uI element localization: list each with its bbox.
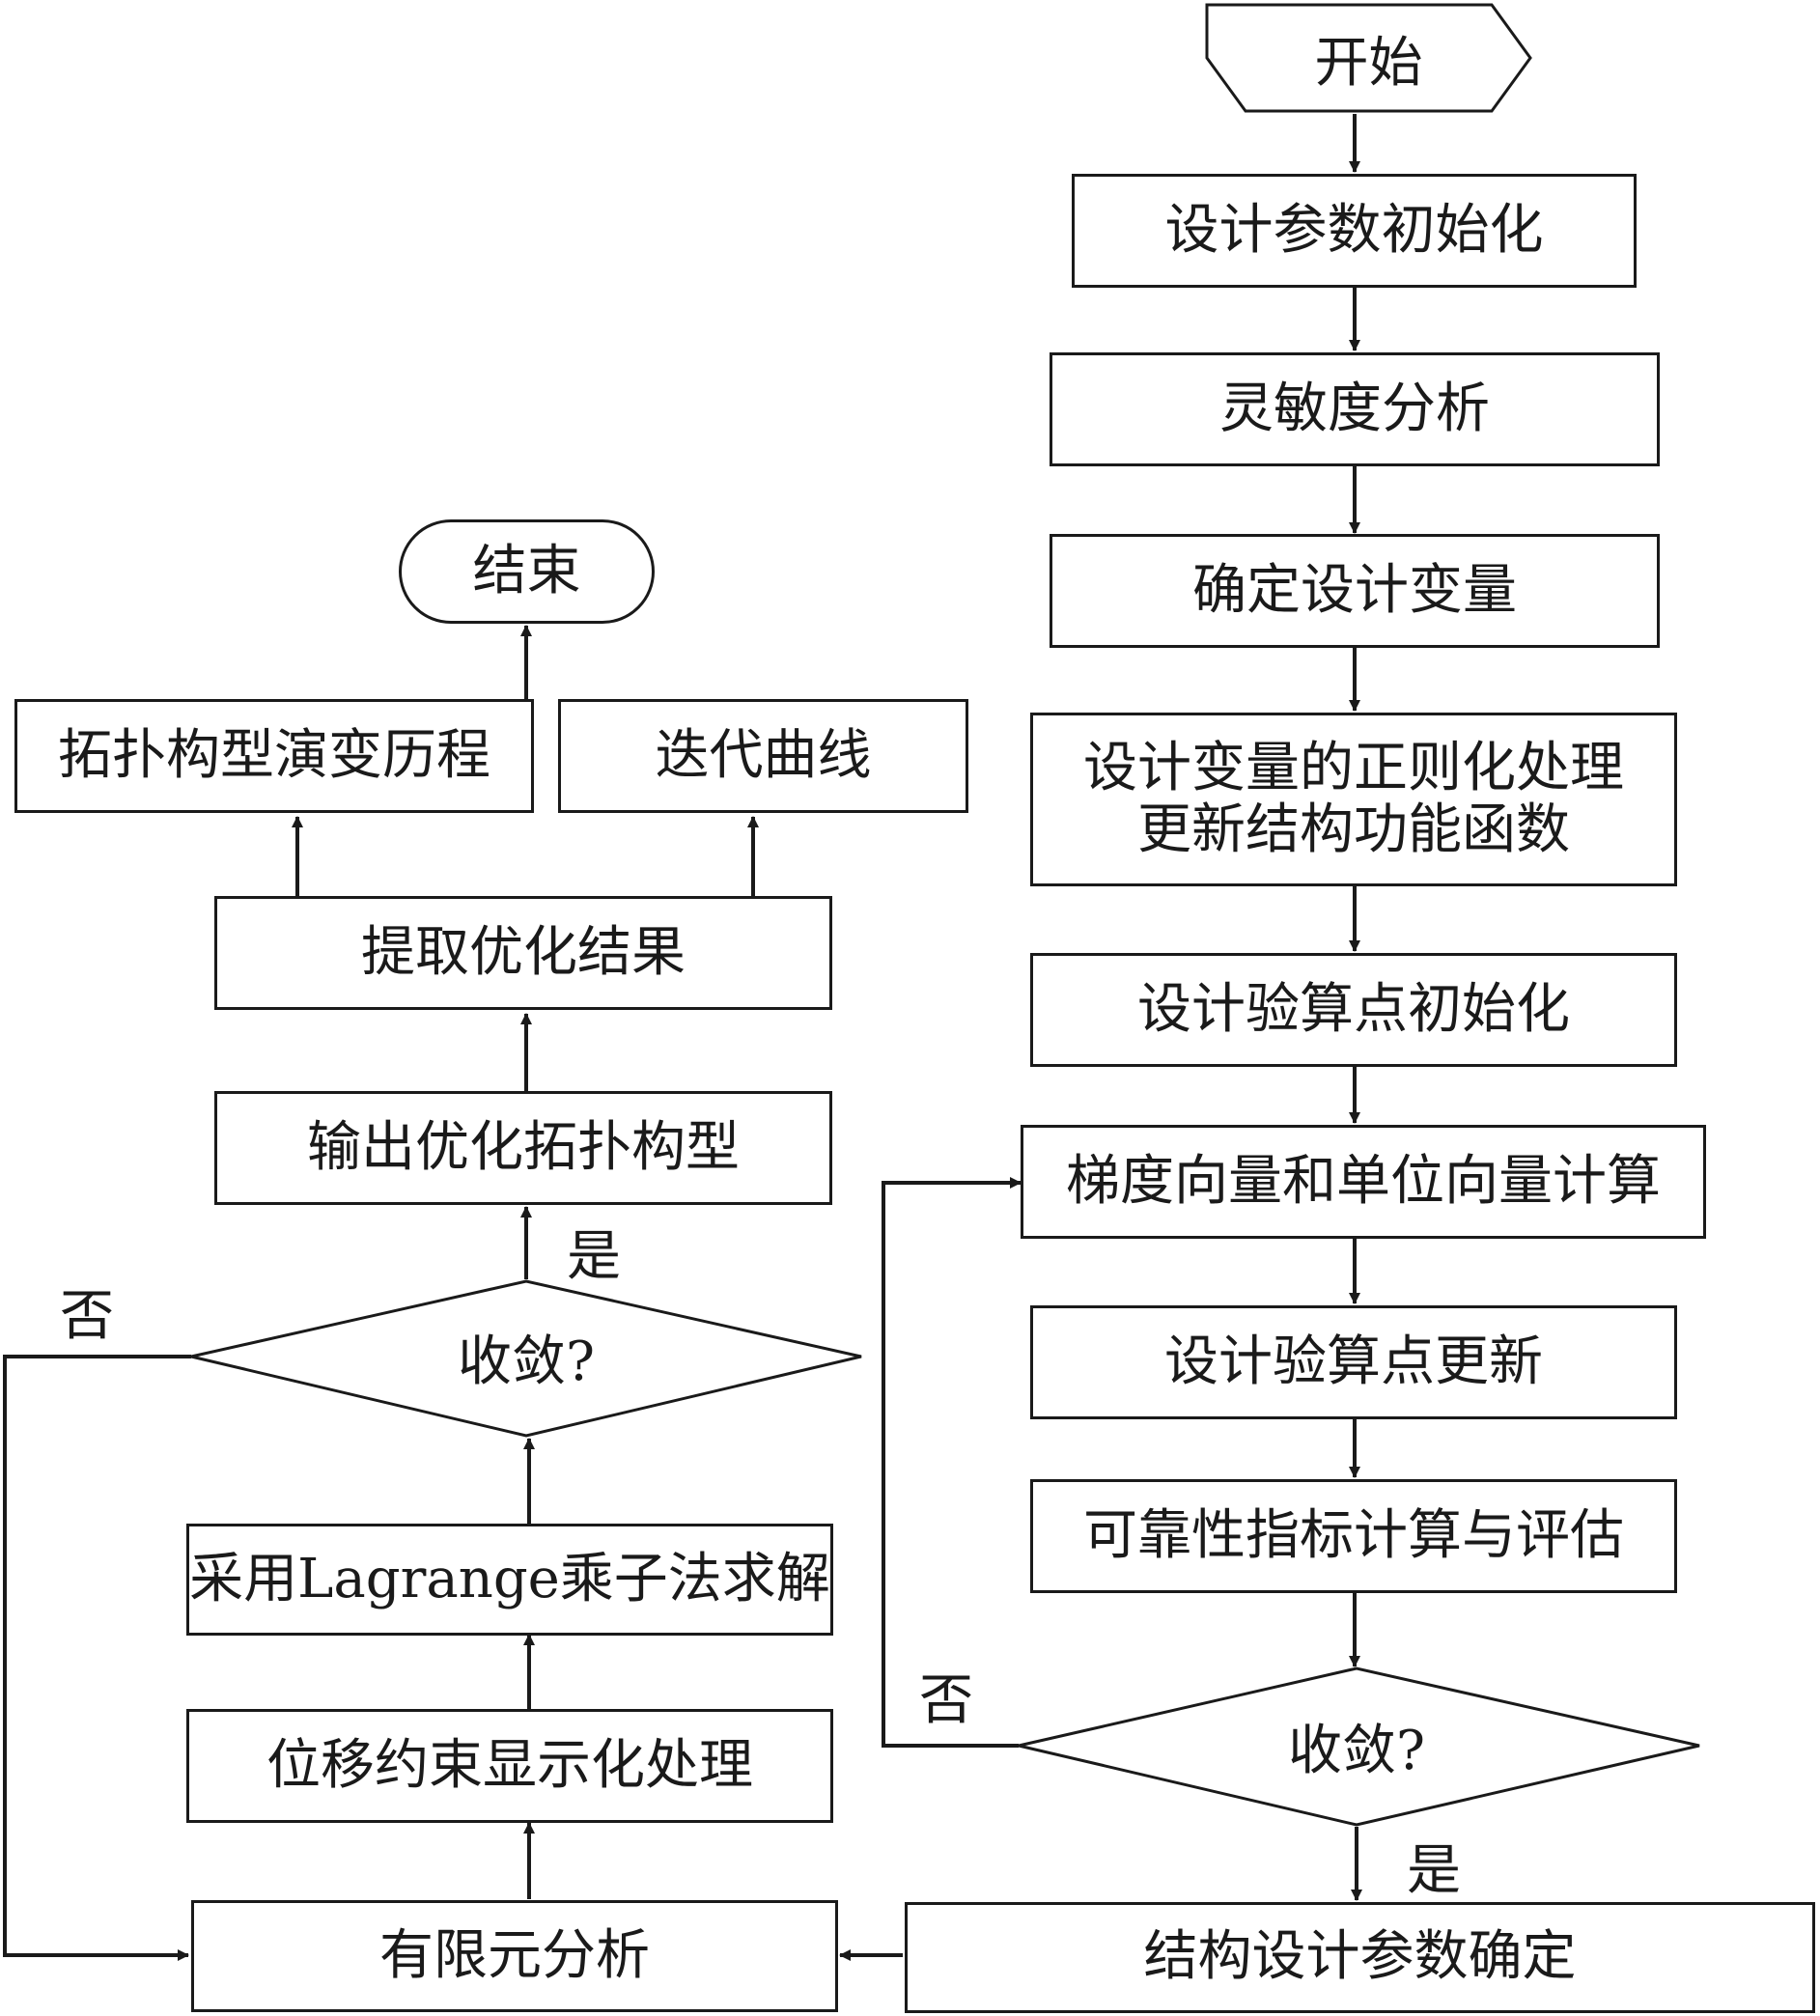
extract-box: 提取优化结果 <box>214 896 832 1010</box>
topo-history-box: 拓扑构型演变历程 <box>14 699 534 813</box>
init-params-box: 设计参数初始化 <box>1072 174 1637 288</box>
gradient-box: 梯度向量和单位向量计算 <box>1021 1125 1706 1239</box>
normalize-line-2: 更新结构功能函数 <box>1137 798 1570 861</box>
converge-left-diamond <box>190 1279 862 1438</box>
sensitivity-box: 灵敏度分析 <box>1050 352 1660 466</box>
right-no-label: 否 <box>919 1668 973 1732</box>
start-label: 开始 <box>1314 31 1423 95</box>
converge-right-label: 收敛? <box>1287 1719 1426 1782</box>
arrow-right-no-loop <box>882 1177 1022 1748</box>
normalize-line-1: 设计变量的正则化处理 <box>1083 736 1624 799</box>
end-terminator: 结束 <box>399 519 655 624</box>
arrow-left-no-loop <box>3 1355 191 1961</box>
determine-vars-box: 确定设计变量 <box>1050 534 1660 648</box>
start-hexagon <box>1205 3 1532 113</box>
struct-params-box: 结构设计参数确定 <box>905 1902 1815 2013</box>
output-topo-box: 输出优化拓扑构型 <box>214 1091 832 1205</box>
disp-constraint-box: 位移约束显示化处理 <box>186 1709 833 1823</box>
converge-right-diamond <box>1018 1666 1700 1827</box>
lagrange-box: 采用Lagrange乘子法求解 <box>186 1524 833 1636</box>
right-yes-label: 是 <box>1407 1838 1461 1902</box>
normalize-box: 设计变量的正则化处理 更新结构功能函数 <box>1030 713 1677 886</box>
reliability-box: 可靠性指标计算与评估 <box>1030 1479 1677 1593</box>
converge-left-label: 收敛? <box>457 1330 596 1393</box>
left-no-label: 否 <box>60 1284 114 1348</box>
iter-curve-box: 迭代曲线 <box>558 699 968 813</box>
fea-box: 有限元分析 <box>191 1900 838 2012</box>
left-yes-label: 是 <box>567 1224 621 1288</box>
verify-update-box: 设计验算点更新 <box>1030 1305 1677 1419</box>
verify-init-box: 设计验算点初始化 <box>1030 953 1677 1067</box>
